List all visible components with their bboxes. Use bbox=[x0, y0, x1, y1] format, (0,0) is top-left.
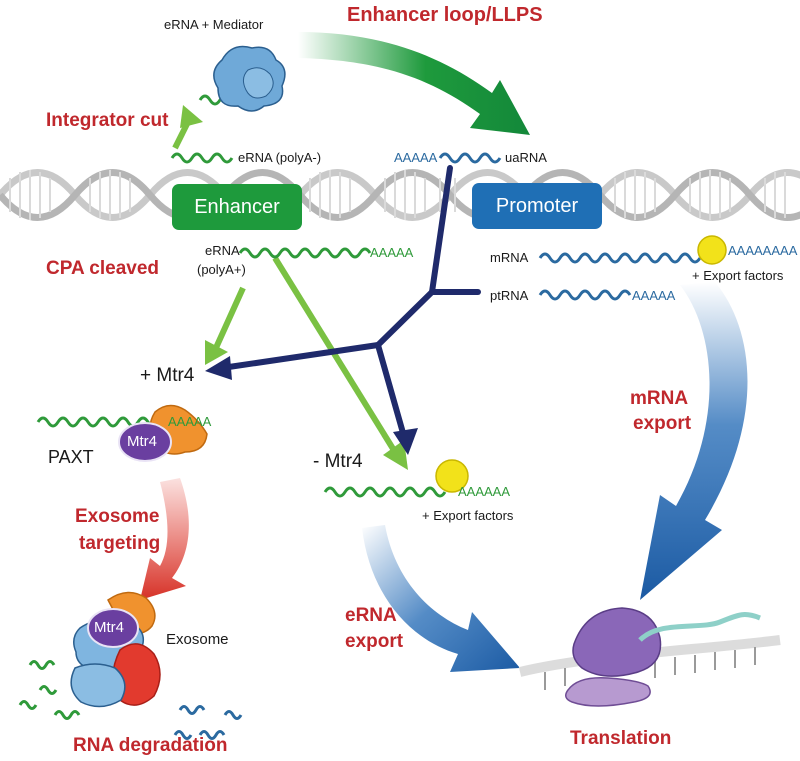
erna-export-label-1: eRNA bbox=[345, 605, 397, 626]
mtr4-exosome-label: Mtr4 bbox=[94, 619, 124, 636]
erna-polya-plus-label-1: eRNA bbox=[205, 243, 240, 258]
uarna-tail-label: AAAAA bbox=[394, 150, 438, 165]
export-factor-top bbox=[697, 235, 727, 265]
mrna-strand bbox=[538, 252, 702, 264]
export-erna-strand bbox=[323, 486, 447, 498]
paxt-strand bbox=[36, 416, 160, 428]
enhancer-box: Enhancer bbox=[172, 184, 302, 230]
mrna-export-label-1: mRNA bbox=[630, 388, 689, 409]
enhancer-loop-label: Enhancer loop/LLPS bbox=[347, 4, 543, 26]
cpa-cleaved-label: CPA cleaved bbox=[46, 258, 159, 279]
erna-tail-label: AAAAA bbox=[370, 245, 414, 260]
export-factors-top-label: + Export factors bbox=[692, 268, 784, 283]
enhancer-loop-arrow bbox=[298, 32, 530, 135]
uarna-label: uaRNA bbox=[505, 150, 547, 165]
export-factors-bottom-label: + Export factors bbox=[422, 508, 514, 523]
ptrna-strand bbox=[538, 289, 632, 301]
paxt-tail-label: AAAAA bbox=[168, 414, 212, 429]
mrna-export-label-2: export bbox=[633, 413, 692, 434]
mediator-complex bbox=[213, 45, 286, 112]
erna-export-arrow bbox=[362, 525, 520, 672]
translation-label: Translation bbox=[570, 728, 672, 749]
green-arrows bbox=[172, 105, 408, 470]
exosome-targeting-label-2: targeting bbox=[79, 533, 161, 554]
dna-helix bbox=[0, 169, 800, 221]
exosome-targeting-label-1: Exosome bbox=[75, 506, 160, 527]
ptrna-label: ptRNA bbox=[490, 288, 529, 303]
erna-polya-plus-label-2: (polyA+) bbox=[197, 262, 246, 277]
paxt-label: PAXT bbox=[48, 447, 94, 467]
erna-polya-minus-label: eRNA (polyA-) bbox=[238, 150, 322, 165]
mrna-tail-label: AAAAAAAA bbox=[728, 243, 798, 258]
ptrna-tail-label: AAAAA bbox=[632, 288, 676, 303]
mrna-label: mRNA bbox=[490, 250, 529, 265]
rna-fragments bbox=[18, 660, 243, 740]
navy-arrows bbox=[219, 165, 481, 443]
integrator-cut-label: Integrator cut bbox=[46, 110, 169, 131]
promoter-box: Promoter bbox=[472, 183, 602, 229]
export-tail-label: AAAAAA bbox=[458, 484, 511, 499]
rna-degradation-label: RNA degradation bbox=[73, 735, 228, 756]
minus-mtr4-label: - Mtr4 bbox=[313, 451, 363, 472]
paxt-complex bbox=[118, 404, 208, 462]
exosome-complex bbox=[70, 591, 161, 708]
mtr4-paxt-label: Mtr4 bbox=[127, 433, 157, 450]
exosome-targeting-arrow bbox=[140, 478, 189, 600]
erna-mediator-label: eRNA + Mediator bbox=[164, 17, 264, 32]
erna-polya-plus-strand bbox=[238, 247, 372, 259]
ribosome-translation bbox=[518, 607, 781, 707]
exosome-label: Exosome bbox=[166, 631, 229, 648]
export-factor-bottom bbox=[435, 459, 469, 493]
erna-polya-minus-strand bbox=[170, 152, 234, 164]
uarna-strand bbox=[438, 152, 502, 164]
mrna-export-arrow bbox=[640, 282, 748, 600]
plus-mtr4-label: + Mtr4 bbox=[140, 365, 195, 386]
navy-arrowheads bbox=[205, 356, 418, 455]
erna-export-label-2: export bbox=[345, 631, 404, 652]
